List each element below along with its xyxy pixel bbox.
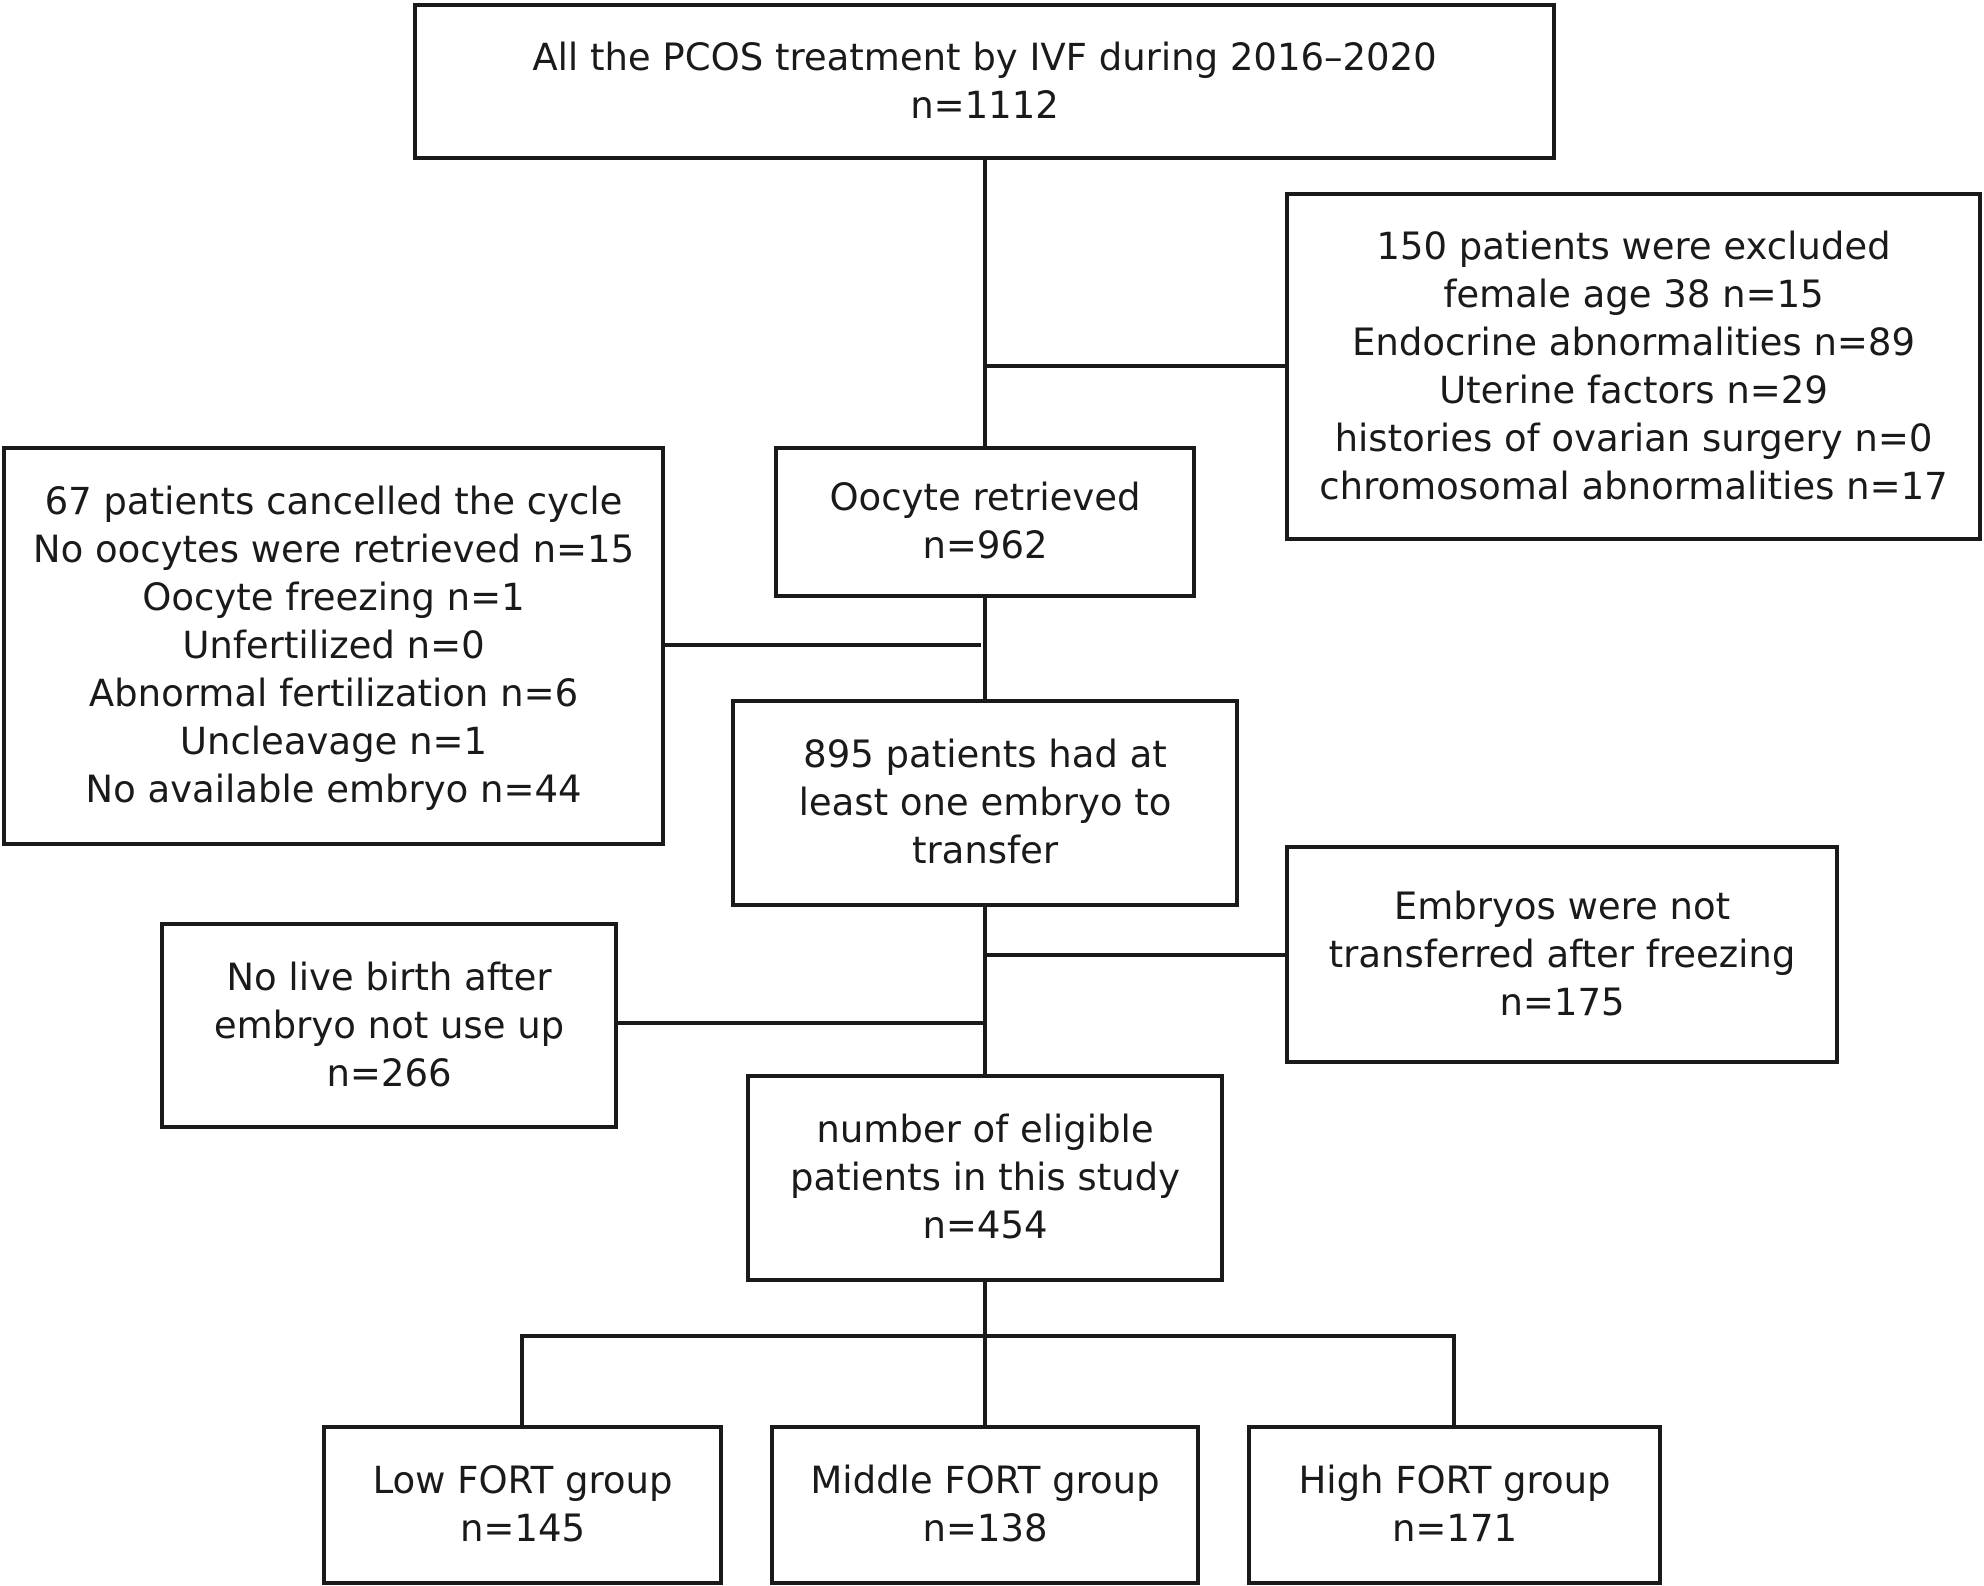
node-line: least one embryo to [798,781,1172,824]
node-line: No oocytes were retrieved n=15 [32,528,635,571]
node-line: High FORT group [1298,1459,1611,1502]
node-middle-fort: Middle FORT group n=138 [770,1425,1200,1585]
node-line: n=1112 [910,83,1059,127]
node-line: 67 patients cancelled the cycle [44,480,623,523]
node-line: Uterine factors n=29 [1439,368,1828,412]
node-line: Unfertilized n=0 [182,624,485,667]
node-line: transferred after freezing [1328,932,1796,976]
node-line: embryo not use up [213,1003,565,1047]
node-embryo-transfer: 895 patients had at least one embryo to … [731,699,1239,907]
node-line: patients in this study [789,1156,1181,1199]
node-line: Middle FORT group [810,1459,1160,1502]
node-line: transfer [911,829,1059,872]
node-cancelled: 67 patients cancelled the cycle No oocyt… [2,446,665,846]
node-line: Embryos were not [1393,884,1731,928]
node-not-transferred: Embryos were not transferred after freez… [1285,845,1839,1064]
node-line: n=138 [922,1507,1048,1550]
node-line: Oocyte freezing n=1 [142,576,525,619]
node-excluded: 150 patients were excluded female age 38… [1285,192,1982,541]
node-line: n=145 [459,1507,586,1550]
node-line: n=171 [1391,1507,1518,1550]
node-line: All the PCOS treatment by IVF during 201… [532,35,1437,79]
node-low-fort: Low FORT group n=145 [322,1425,723,1585]
node-line: Oocyte retrieved [829,476,1141,519]
node-line: 895 patients had at [803,733,1167,776]
node-oocyte-retrieved: Oocyte retrieved n=962 [774,446,1196,598]
node-line: n=454 [922,1204,1048,1247]
node-line: n=266 [326,1051,452,1095]
node-eligible: number of eligible patients in this stud… [746,1074,1224,1282]
node-all-pcos: All the PCOS treatment by IVF during 201… [413,3,1556,160]
node-line: No available embryo n=44 [85,768,582,811]
node-no-live-birth: No live birth after embryo not use up n=… [160,922,618,1129]
node-line: n=175 [1499,980,1625,1024]
node-line: Low FORT group [372,1459,673,1502]
node-line: Endocrine abnormalities n=89 [1352,320,1915,364]
node-line: female age 38 n=15 [1443,272,1824,316]
node-line: chromosomal abnormalities n=17 [1319,464,1948,508]
node-line: 150 patients were excluded [1376,224,1891,268]
node-line: Abnormal fertilization n=6 [88,672,579,715]
node-high-fort: High FORT group n=171 [1247,1425,1662,1585]
node-line: number of eligible [816,1108,1154,1151]
node-line: No live birth after [226,955,552,999]
node-line: n=962 [922,524,1048,567]
node-line: Uncleavage n=1 [179,720,488,763]
node-line: histories of ovarian surgery n=0 [1334,416,1933,460]
